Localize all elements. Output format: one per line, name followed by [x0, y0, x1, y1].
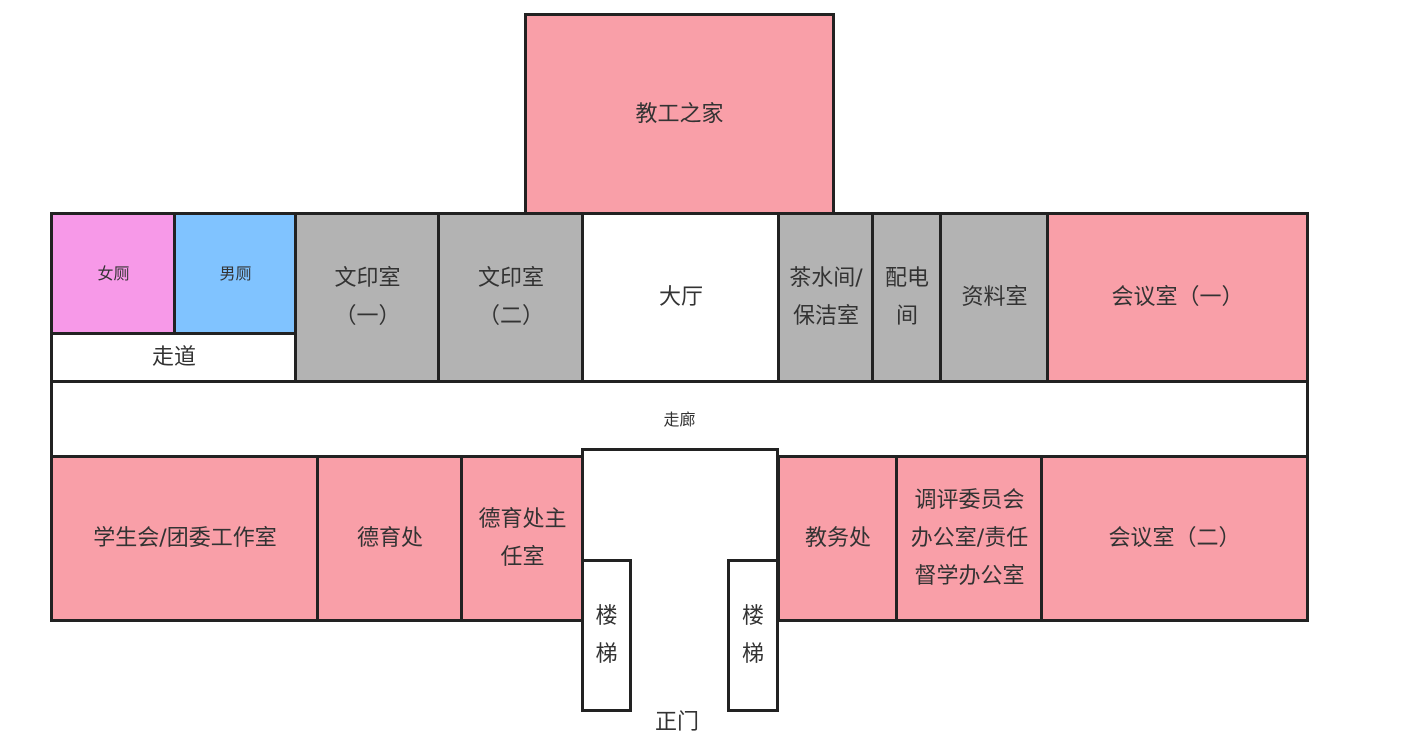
room-label: 会议室（一）: [1111, 285, 1244, 310]
room-meeting-1: 会议室（一）: [1046, 212, 1309, 384]
room-label: 文印室 （一）: [334, 266, 401, 329]
room-label: 资料室: [961, 285, 1028, 310]
room-label: 德育处主 任室: [478, 506, 567, 570]
room-print-1: 文印室 （一）: [294, 212, 441, 384]
room-power: 配电 间: [871, 212, 943, 384]
room-label: 茶水间/ 保洁室: [789, 266, 863, 329]
room-label: 文印室 （二）: [477, 266, 544, 329]
room-tea: 茶水间/ 保洁室: [777, 212, 875, 384]
room-student-union: 学生会/团委工作室: [50, 455, 320, 622]
room-mens-restroom: 男厕: [173, 212, 298, 336]
stairs-left: 楼 梯: [581, 559, 632, 712]
room-print-2: 文印室 （二）: [437, 212, 585, 384]
room-label: 教工之家: [635, 101, 724, 127]
room-label: 走道: [151, 345, 196, 370]
room-moral-director: 德育处主 任室: [460, 455, 585, 622]
stairs-right: 楼 梯: [727, 559, 779, 712]
room-moral-office: 德育处: [316, 455, 464, 622]
room-label: 女厕: [97, 264, 130, 283]
room-label: 学生会/团委工作室: [93, 525, 277, 551]
room-label: 大厅: [658, 285, 703, 310]
room-committee-office: 调评委员会 办公室/责任 督学办公室: [895, 455, 1044, 622]
room-hall: 大厅: [581, 212, 781, 384]
room-archive: 资料室: [939, 212, 1050, 384]
room-staff-home: 教工之家: [524, 13, 835, 216]
main-gate-label: 正门: [655, 710, 700, 735]
room-label: 走廊: [663, 409, 696, 429]
room-label: 会议室（二）: [1108, 525, 1241, 551]
corridor: 走廊: [50, 380, 1309, 459]
room-meeting-2: 会议室（二）: [1040, 455, 1309, 622]
room-label: 楼 梯: [595, 603, 618, 667]
room-academic-office: 教务处: [777, 455, 899, 622]
room-womens-restroom: 女厕: [50, 212, 177, 336]
room-aisle: 走道: [50, 332, 298, 384]
room-label: 教务处: [804, 525, 871, 551]
room-label: 配电 间: [884, 266, 929, 329]
room-label: 调评委员会 办公室/责任 督学办公室: [910, 487, 1029, 589]
room-label: 男厕: [219, 264, 252, 283]
room-label: 楼 梯: [741, 603, 764, 667]
room-label: 德育处: [356, 525, 423, 551]
